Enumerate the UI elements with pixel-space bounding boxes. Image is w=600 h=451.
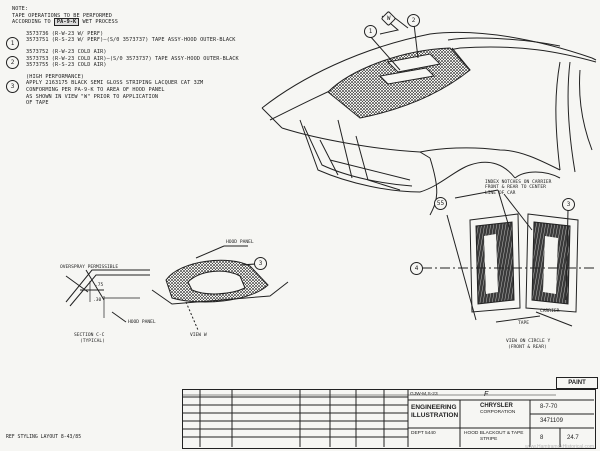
- engineering-label: ENGINEERING: [411, 404, 457, 411]
- view-w-title: VIEW W: [190, 333, 207, 338]
- signature: F: [484, 391, 489, 398]
- section-c-c-subtitle: (TYPICAL): [80, 339, 105, 344]
- callout-3-view-y: 3: [562, 198, 575, 211]
- illustration-label: ILLUSTRATION: [411, 412, 459, 419]
- callout-3-view-w: 3: [254, 257, 267, 270]
- carrier-label: CARRIER: [540, 309, 560, 314]
- index-notches-label: INDEX NOTCHES ON CARRIER FRONT & REAR TO…: [485, 180, 552, 196]
- company-sub: CORPORATION: [480, 410, 516, 415]
- notes-block: NOTE: TAPE OPERATIONS TO BE PERFORMED AC…: [12, 6, 239, 107]
- callout-2: 2: [407, 14, 420, 27]
- tape-label: TAPE: [518, 321, 530, 326]
- item2-block: 3573752 (R-W-23 COLD AIR) 3573753 (R-W-2…: [26, 48, 239, 69]
- revision: 24.7: [567, 435, 579, 441]
- note-number-2: 2: [6, 56, 19, 69]
- overspray-label: OVERSPRAY PERMISSIBLE: [60, 265, 119, 270]
- watermark: www.HamtramckHistorical.com: [525, 444, 594, 450]
- hood-panel-label-section: HOOD PANEL: [128, 320, 156, 325]
- view-circle-subtitle: (FRONT & REAR): [508, 345, 547, 350]
- drawing-title-line-1: HOOD BLACKOUT & TAPE: [464, 431, 524, 436]
- notes-heading: NOTE:: [12, 6, 29, 12]
- notes-line-a: TAPE OPERATIONS TO BE PERFORMED: [12, 12, 112, 19]
- dept-label: DEPT 5440: [411, 431, 436, 436]
- note-number-3: 3: [6, 80, 19, 93]
- dimension-30: .30: [93, 298, 102, 303]
- drawing-date: 8-7-70: [540, 404, 558, 410]
- dimension-75: .75: [95, 283, 104, 288]
- paint-category-tag: PAINT: [556, 377, 598, 389]
- spec-box: PA-9-K: [53, 18, 80, 27]
- section-c-c-title: SECTION C-C: [74, 333, 105, 338]
- drawing-number: 3471109: [540, 418, 563, 424]
- callout-1: 1: [364, 25, 377, 38]
- sheet-number: 8: [540, 435, 544, 441]
- callout-55: 55: [434, 197, 447, 210]
- notes-line-b: ACCORDING TO PA-9-K WET PROCESS: [12, 18, 118, 27]
- hood-panel-label-top: HOOD PANEL: [226, 240, 254, 245]
- company-name: CHRYSLER: [480, 403, 513, 409]
- view-circle-title: VIEW ON CIRCLE Y: [506, 339, 551, 344]
- item1-block: 3573736 (R-W-23 W/ PERF) 3573751 (R-S-23…: [26, 30, 236, 44]
- drawing-title-line-2: STRIPE: [480, 437, 498, 442]
- item3-block: (HIGH PERFORMANCE) APPLY 2163175 BLACK S…: [26, 73, 204, 107]
- styling-layout-reference: REF STYLING LAYOUT 8-43/85: [6, 435, 82, 440]
- callout-4: 4: [410, 262, 423, 275]
- note-number-1: 1: [6, 37, 19, 50]
- model-code: GJW-M,S-23: [410, 392, 438, 397]
- title-block: [182, 389, 596, 449]
